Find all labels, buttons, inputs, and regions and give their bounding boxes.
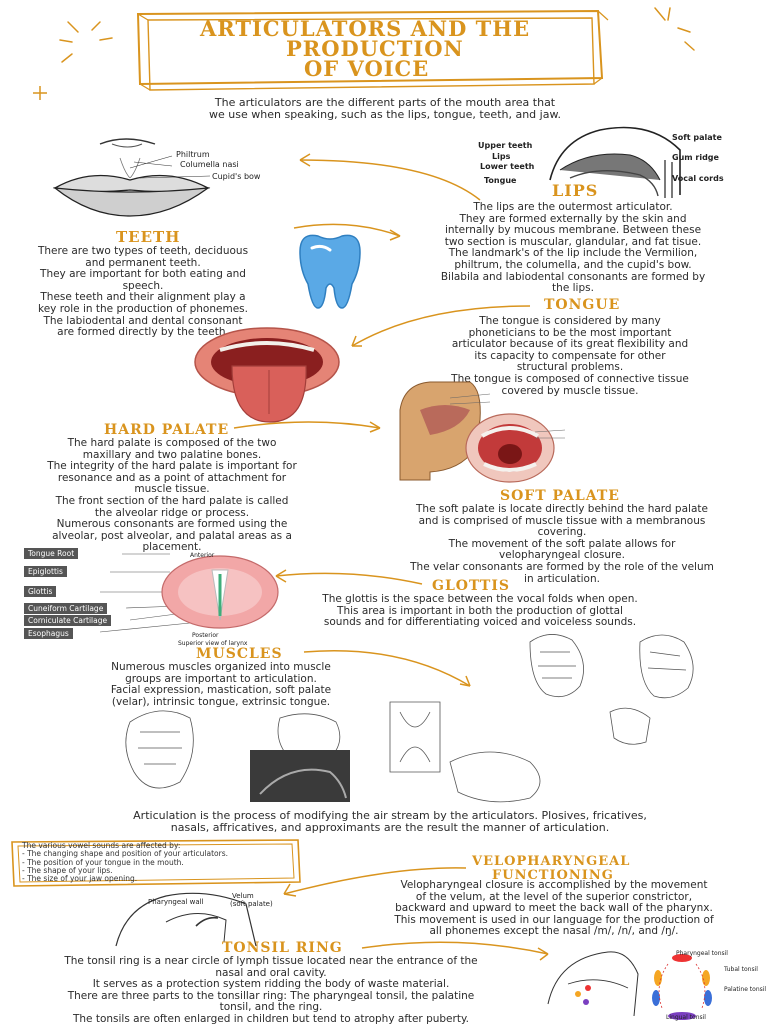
soft-palate-text: The soft palate is locate directly behin… <box>410 503 714 585</box>
tag-epiglottis: Epiglottis <box>24 566 67 577</box>
arrow-velo <box>283 867 467 897</box>
vocal-tract-diagram <box>549 126 681 198</box>
tongue-heading: TONGUE <box>544 297 621 313</box>
hard-palate-text: The hard palate is composed of the two m… <box>47 437 297 554</box>
glottis-heading: GLOTTIS <box>432 578 510 594</box>
sparkle-icon <box>654 7 695 51</box>
label-superior-view: Superior view of larynx <box>178 640 248 647</box>
page-title-line-1: ARTICULATORS AND THE <box>200 16 531 41</box>
label-upper-teeth: Upper teeth <box>478 141 533 150</box>
velo-heading-2: FUNCTIONING <box>492 868 614 883</box>
velo-heading-1: VELOPHARYNGEAL <box>472 854 631 869</box>
label-cupids-bow: Cupid's bow <box>212 172 261 181</box>
vowel-box-text: The various vowel sounds are affected by… <box>22 841 229 884</box>
tag-cuneiform: Cuneiform Cartilage <box>24 603 108 614</box>
tongue-text: The tongue is considered by many phoneti… <box>451 315 689 397</box>
arrow-hard-palate <box>233 421 381 433</box>
vowel-box-frame <box>11 839 301 887</box>
teeth-heading: TEETH <box>116 228 181 246</box>
palate-illustration <box>399 381 566 483</box>
velo-text: Velopharyngeal closure is accomplished b… <box>394 879 714 938</box>
arrow-tonsil <box>361 941 549 961</box>
arrow-muscles <box>303 649 471 687</box>
sparkle-icon-left <box>59 21 113 63</box>
label-palatine-tonsil: Palatine tonsil <box>724 986 767 993</box>
label-tubal-tonsil: Tubal tonsil <box>724 966 758 973</box>
tooth-icon <box>299 234 361 309</box>
tongue-illustration <box>194 327 340 423</box>
label-pharyngeal-tonsil: Pharyngeal tonsil <box>676 950 728 957</box>
teeth-text: There are two types of teeth, deciduous … <box>37 245 249 339</box>
title-banner-frame <box>33 7 695 100</box>
arrow-tongue <box>351 305 531 347</box>
tag-glottis: Glottis <box>24 586 57 597</box>
tonsil-ring-diagram <box>547 951 712 1020</box>
label-vocal-cords: Vocal cords <box>672 174 724 183</box>
label-lips: Lips <box>492 152 511 161</box>
lips-heading: LIPS <box>552 181 599 200</box>
tonsil-text: The tonsil ring is a near circle of lymp… <box>64 955 478 1025</box>
muscles-heading: MUSCLES <box>196 646 283 662</box>
articulation-text: Articulation is the process of modifying… <box>133 809 647 834</box>
label-lower-teeth: Lower teeth <box>480 162 535 171</box>
hard-palate-heading: HARD PALATE <box>104 422 230 438</box>
muscle-diagrams <box>125 634 694 803</box>
tag-corniculate: Corniculate Cartilage <box>24 615 112 626</box>
soft-palate-heading: SOFT PALATE <box>500 488 620 504</box>
label-philtrum: Philtrum <box>176 150 210 159</box>
label-posterior: Posterior <box>192 632 219 639</box>
page-title-line-3: OF VOICE <box>304 56 430 81</box>
star-icon <box>33 86 47 100</box>
arrow-glottis <box>275 569 423 585</box>
label-velum: Velum <box>232 892 254 900</box>
larynx-illustration <box>99 553 279 633</box>
tag-esophagus: Esophagus <box>24 628 73 639</box>
tag-tongue-root: Tongue Root <box>24 548 79 559</box>
label-anterior: Anterior <box>190 552 215 559</box>
lips-text: The lips are the outermost articulator. … <box>440 201 706 295</box>
velo-illustration <box>115 892 257 947</box>
label-columella: Columella nasi <box>180 160 239 169</box>
lips-illustration <box>52 138 211 217</box>
label-velum-soft-palate: (soft palate) <box>230 900 273 908</box>
label-pharyngeal-wall: Pharyngeal wall <box>148 898 204 906</box>
arrow-teeth <box>293 223 401 241</box>
tonsil-heading: TONSIL RING <box>222 940 343 956</box>
page-title-line-2: PRODUCTION <box>286 36 464 61</box>
label-tongue: Tongue <box>484 176 517 185</box>
glottis-text: The glottis is the space between the voc… <box>322 593 638 629</box>
muscles-text: Numerous muscles organized into muscle g… <box>110 661 332 708</box>
label-lingual-tonsil: Lingual tonsil <box>666 1014 706 1021</box>
intro-text: The articulators are the different parts… <box>209 96 561 121</box>
arrow-lips <box>299 153 481 201</box>
label-gum-ridge: Gum ridge <box>672 153 719 162</box>
label-soft-palate: Soft palate <box>672 133 722 142</box>
